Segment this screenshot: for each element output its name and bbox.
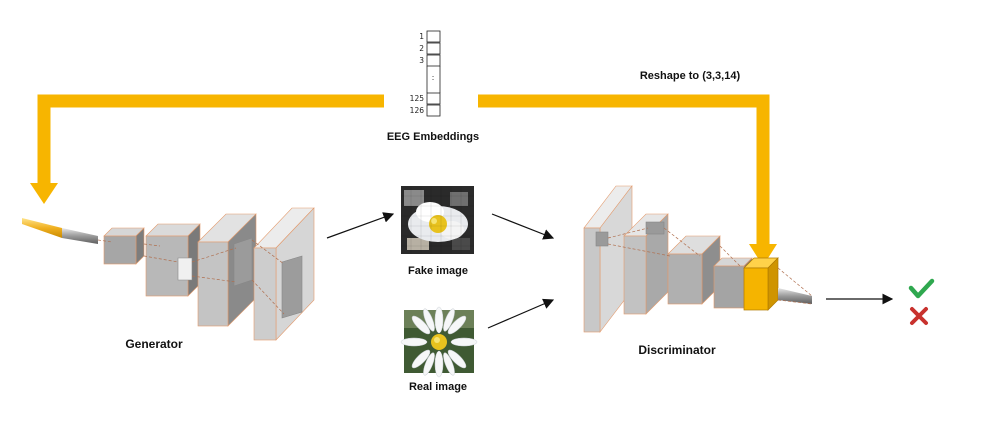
- flow-arrow-to-generator: [30, 94, 384, 204]
- flow-arrow-to-discriminator: [478, 94, 777, 266]
- fake-image: [401, 186, 474, 254]
- fake-to-discriminator-arrow: [491, 213, 555, 240]
- generator-network: [22, 207, 315, 341]
- cross-mark-icon: [910, 307, 928, 325]
- discriminator-network: [583, 185, 813, 333]
- embedding-index-3: 3: [419, 56, 424, 65]
- real-to-discriminator-arrow: [487, 298, 555, 329]
- eeg-embedding-vector: 1 2 3 : 125 126: [410, 30, 441, 117]
- real-image-label: Real image: [409, 381, 467, 393]
- real-image: [400, 306, 478, 378]
- generator-label: Generator: [125, 337, 183, 351]
- eeg-embeddings-label: EEG Embeddings: [387, 131, 479, 143]
- discriminator-label: Discriminator: [638, 343, 716, 357]
- embedding-index-2: 2: [419, 44, 424, 53]
- embedding-ellipsis: :: [432, 73, 435, 82]
- generator-to-fake-arrow: [326, 212, 395, 239]
- embedding-index-125: 125: [410, 94, 425, 103]
- embedding-index-126: 126: [410, 106, 425, 115]
- embedding-index-1: 1: [419, 32, 424, 41]
- check-mark-icon: [908, 278, 935, 299]
- reshape-label: Reshape to (3,3,14): [640, 70, 741, 82]
- fake-image-label: Fake image: [408, 265, 468, 277]
